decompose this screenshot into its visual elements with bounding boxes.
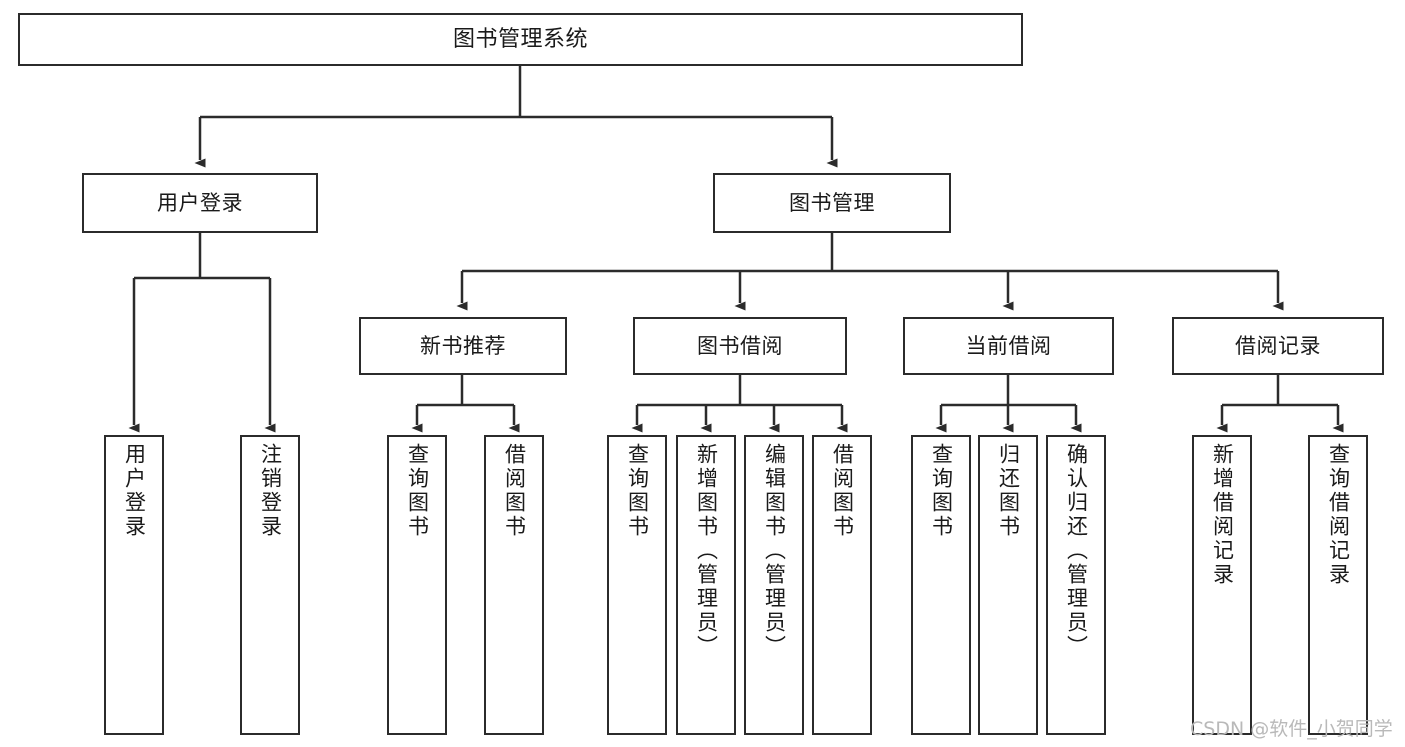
leaf-query-book-1[interactable]: 查询图书	[387, 435, 447, 735]
leaf-query-book-2-label: 查询图书	[625, 443, 650, 539]
node-user-login[interactable]: 用户登录	[82, 173, 318, 233]
leaf-edit-book-label: 编辑图书（管理员）	[762, 443, 787, 659]
node-user-login-label: 用户登录	[157, 190, 243, 215]
node-new-book-recommend[interactable]: 新书推荐	[359, 317, 567, 375]
leaf-confirm-return[interactable]: 确认归还（管理员）	[1046, 435, 1106, 735]
leaf-user-logout-label: 注销登录	[258, 443, 283, 539]
leaf-add-record-label: 新增借阅记录	[1210, 443, 1235, 587]
csdn-watermark: CSDN @软件_小贺同学	[1190, 718, 1393, 740]
leaf-add-book[interactable]: 新增图书（管理员）	[676, 435, 736, 735]
node-root-label: 图书管理系统	[452, 26, 588, 52]
leaf-query-book-2[interactable]: 查询图书	[607, 435, 667, 735]
leaf-borrow-book-2[interactable]: 借阅图书	[812, 435, 872, 735]
leaf-confirm-return-label: 确认归还（管理员）	[1064, 443, 1089, 659]
leaf-query-book-3-label: 查询图书	[929, 443, 954, 539]
leaf-query-record[interactable]: 查询借阅记录	[1308, 435, 1368, 735]
leaf-add-record[interactable]: 新增借阅记录	[1192, 435, 1252, 735]
node-current-borrow-label: 当前借阅	[965, 333, 1052, 358]
leaf-borrow-book-2-label: 借阅图书	[830, 443, 855, 539]
leaf-query-record-label: 查询借阅记录	[1326, 443, 1351, 587]
leaf-user-logout[interactable]: 注销登录	[240, 435, 300, 735]
node-new-book-recommend-label: 新书推荐	[420, 333, 506, 358]
node-book-admin-label: 图书管理	[789, 190, 875, 215]
leaf-query-book-3[interactable]: 查询图书	[911, 435, 971, 735]
leaf-user-login[interactable]: 用户登录	[104, 435, 164, 735]
node-borrow-record[interactable]: 借阅记录	[1172, 317, 1384, 375]
leaf-query-book-1-label: 查询图书	[405, 443, 430, 539]
leaf-add-book-label: 新增图书（管理员）	[694, 443, 719, 659]
leaf-borrow-book-1[interactable]: 借阅图书	[484, 435, 544, 735]
node-current-borrow[interactable]: 当前借阅	[903, 317, 1114, 375]
node-book-admin[interactable]: 图书管理	[713, 173, 951, 233]
node-borrow-record-label: 借阅记录	[1235, 333, 1321, 358]
leaf-edit-book[interactable]: 编辑图书（管理员）	[744, 435, 804, 735]
node-book-borrow-label: 图书借阅	[697, 333, 783, 358]
leaf-user-login-label: 用户登录	[122, 443, 147, 539]
node-book-borrow[interactable]: 图书借阅	[633, 317, 847, 375]
leaf-borrow-book-1-label: 借阅图书	[502, 443, 527, 539]
node-root[interactable]: 图书管理系统	[18, 13, 1023, 66]
leaf-return-book[interactable]: 归还图书	[978, 435, 1038, 735]
leaf-return-book-label: 归还图书	[996, 443, 1021, 539]
